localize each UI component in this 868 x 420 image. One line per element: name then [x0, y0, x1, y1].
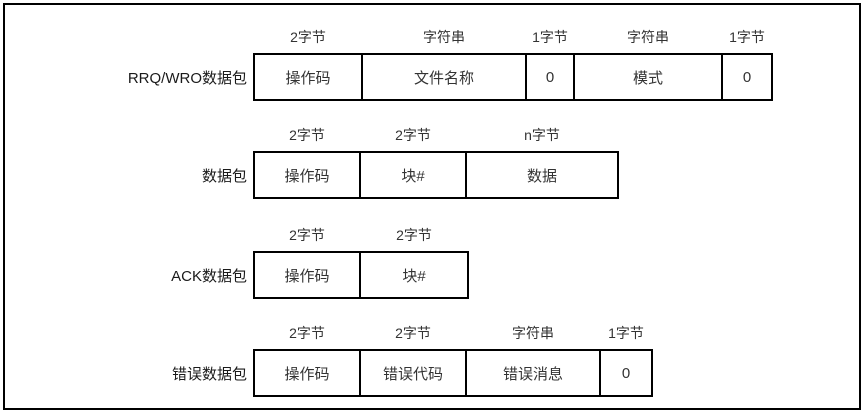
field-value-label: 操作码 [284, 267, 330, 285]
packet-field: 2字节错误代码 [361, 325, 467, 395]
field-size-label: 字符串 [627, 29, 669, 45]
field-size-label: 2字节 [289, 325, 325, 341]
packet-field: 2字节操作码 [255, 325, 361, 395]
packet-field: 字符串错误消息 [467, 325, 601, 395]
field-size-label: 字符串 [423, 29, 465, 45]
field-value-label: 0 [621, 364, 631, 382]
field-value-label: 错误消息 [502, 365, 563, 383]
packet-field: 2字节操作码 [255, 29, 363, 99]
field-size-label: 2字节 [395, 127, 431, 143]
packet-name-text: 数据包 [201, 167, 247, 185]
field-value-label: 数据 [526, 167, 557, 185]
packet-row-label-1: RRQ/WRO数据包 [5, 53, 247, 101]
packet-name-text: ACK数据包 [171, 267, 247, 285]
packet-name-text: RRQ/WRO数据包 [127, 69, 247, 87]
field-value-label: 操作码 [285, 69, 331, 87]
field-value-label: 0 [742, 68, 752, 86]
field-size-label: 2字节 [289, 127, 325, 143]
packet-field: 2字节操作码 [255, 227, 361, 297]
field-size-label: 1字节 [532, 29, 568, 45]
packet-field: 1字节 0 [527, 29, 575, 99]
packet-row-label-2: 数据包 [5, 151, 247, 199]
field-size-label: 2字节 [396, 227, 432, 243]
field-size-label: 2字节 [289, 227, 325, 243]
packet-field: n字节数据 [467, 127, 617, 197]
field-value-label: 0 [545, 68, 555, 86]
packet-field: 字符串模式 [575, 29, 723, 99]
field-size-label: 2字节 [395, 325, 431, 341]
field-value-label: 操作码 [284, 365, 330, 383]
field-size-label: 1字节 [608, 325, 644, 341]
field-value-label: 操作码 [284, 167, 330, 185]
packet-row-label-4: 错误数据包 [5, 349, 247, 397]
packet-field: 字符串文件名称 [363, 29, 527, 99]
packet-field: 1字节 0 [601, 325, 651, 395]
field-size-label: 2字节 [290, 29, 326, 45]
packet-name-text: 错误数据包 [171, 365, 247, 383]
packet-field: 1字节 0 [723, 29, 771, 99]
packet-row-label-3: ACK数据包 [5, 251, 247, 299]
packet-field: 2字节块# [361, 227, 467, 297]
field-size-label: n字节 [524, 127, 560, 143]
field-value-label: 块# [402, 267, 426, 285]
packet-field: 2字节操作码 [255, 127, 361, 197]
field-value-label: 模式 [632, 69, 663, 87]
field-value-label: 块# [401, 167, 425, 185]
field-value-label: 错误代码 [382, 365, 443, 383]
field-value-label: 文件名称 [413, 69, 474, 87]
field-size-label: 1字节 [729, 29, 765, 45]
field-size-label: 字符串 [512, 325, 554, 341]
packet-field: 2字节块# [361, 127, 467, 197]
